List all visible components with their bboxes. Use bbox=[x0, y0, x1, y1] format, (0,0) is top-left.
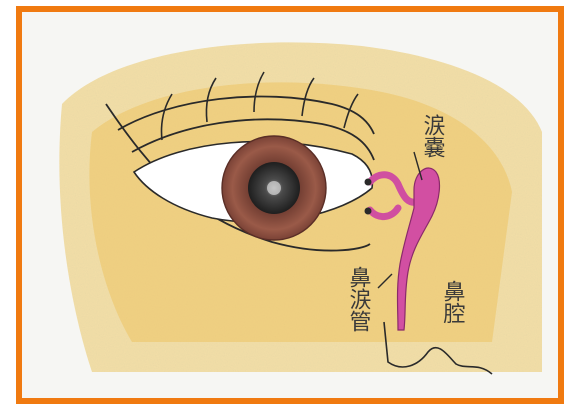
label-nasolacrimal-duct: 鼻涙管 bbox=[346, 266, 372, 332]
label-lacrimal-sac: 涙嚢 bbox=[420, 114, 446, 158]
label-nasal-cavity: 鼻腔 bbox=[440, 280, 466, 324]
eye-lacrimal-illustration: 涙嚢 鼻涙管 鼻腔 bbox=[22, 12, 558, 398]
picture-frame: 涙嚢 鼻涙管 鼻腔 bbox=[16, 6, 564, 404]
pupil-highlight bbox=[267, 181, 281, 195]
